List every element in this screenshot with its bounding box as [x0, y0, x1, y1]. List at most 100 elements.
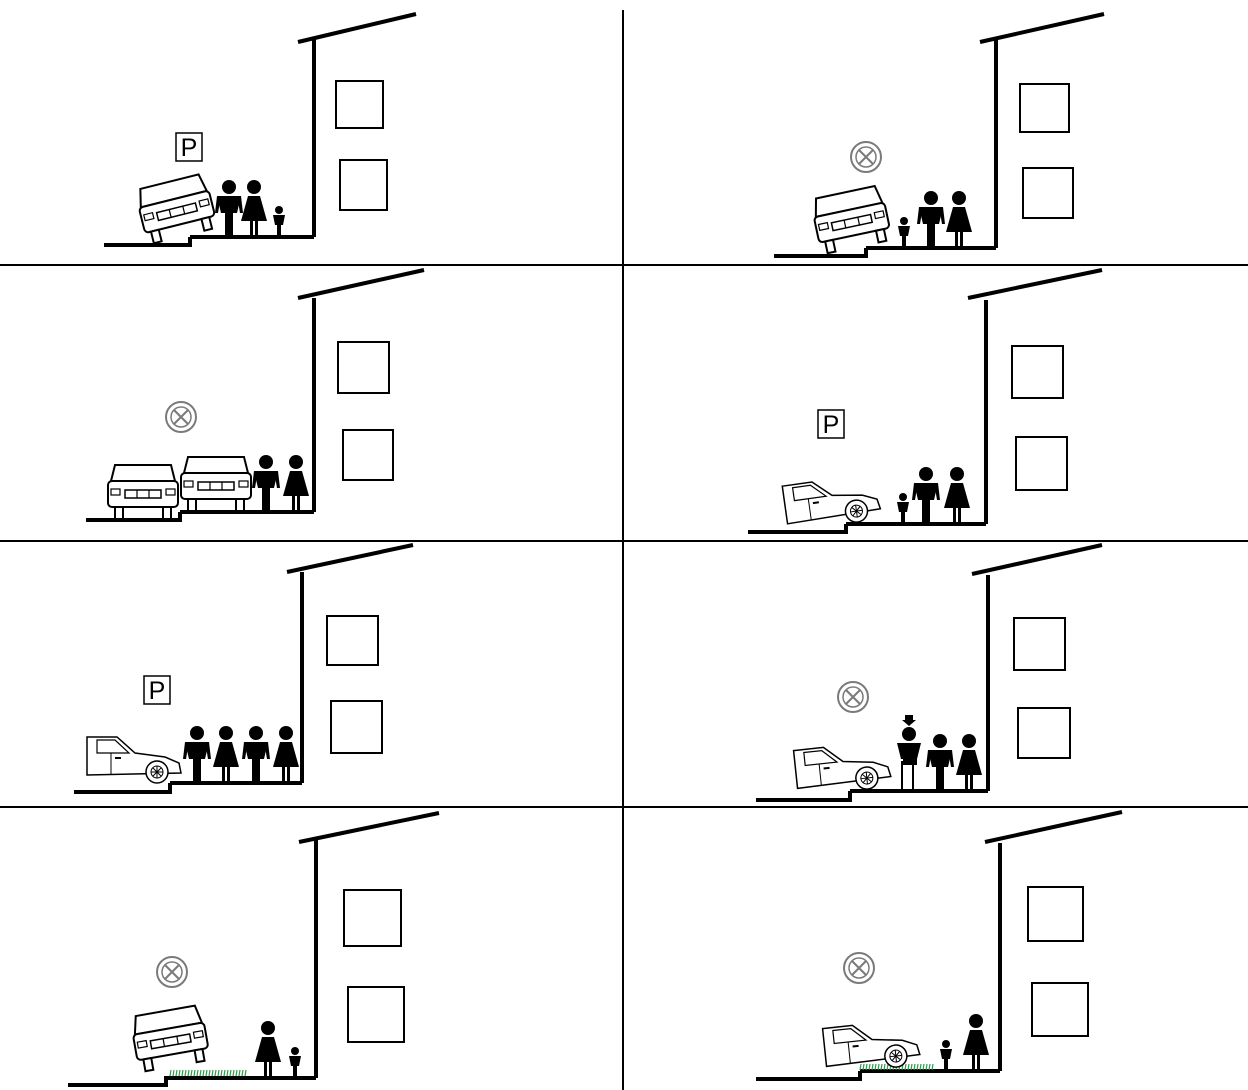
building-window	[1032, 983, 1088, 1036]
suv-on-sidewalk-icon	[130, 1005, 211, 1073]
grass-blade	[179, 1070, 180, 1076]
building-window	[1018, 708, 1070, 758]
woman-figure-icon	[255, 1021, 281, 1078]
man-figure-icon	[926, 734, 954, 791]
man-figure-icon	[912, 467, 940, 524]
child-figure-icon	[273, 206, 285, 237]
grass-blade	[191, 1070, 192, 1076]
street-curb-line	[756, 791, 850, 800]
street-curb-line	[774, 248, 866, 256]
building-window	[1014, 618, 1065, 670]
woman-figure-icon	[956, 734, 982, 791]
grass-blade	[218, 1070, 219, 1076]
grass-blade	[242, 1070, 243, 1076]
grass-blade	[206, 1070, 207, 1076]
scenario-panel: P	[748, 270, 1102, 532]
woman-figure-icon	[213, 726, 239, 783]
grass-blade	[236, 1070, 237, 1076]
parking-sign-label: P	[149, 677, 166, 705]
man-figure-icon	[215, 180, 243, 237]
building-window	[343, 430, 393, 480]
building-window	[1012, 346, 1063, 398]
street-curb-line	[74, 783, 170, 792]
wheelchair-user-icon	[897, 715, 921, 791]
grass-blade	[176, 1070, 177, 1076]
grass-blade	[215, 1070, 216, 1076]
grid-dividers	[0, 10, 1248, 1090]
no-stopping-sign-icon	[838, 682, 868, 712]
parking-sign-label: P	[181, 134, 198, 162]
grass-blade	[221, 1070, 222, 1076]
child-figure-icon	[898, 217, 910, 248]
street-curb-line	[104, 237, 190, 245]
building-roof	[980, 14, 1104, 42]
building-roof	[298, 270, 424, 298]
grass-blade	[197, 1070, 198, 1076]
building-roof	[985, 812, 1122, 842]
scenario-panel	[774, 14, 1104, 256]
grass-blade	[239, 1070, 240, 1076]
scenario-panel: P	[74, 545, 413, 792]
no-stopping-sign-icon	[166, 402, 196, 432]
grass-blade	[182, 1070, 183, 1076]
building-roof	[298, 14, 416, 42]
man-figure-icon	[242, 726, 270, 783]
sedan-on-sidewalk-icon	[87, 737, 181, 783]
woman-figure-icon	[241, 180, 267, 237]
scenario-panel	[756, 545, 1102, 800]
building-window	[338, 342, 389, 393]
no-stopping-sign-icon	[851, 142, 881, 172]
building-window	[1016, 437, 1067, 490]
sedan-on-sidewalk-icon	[794, 741, 892, 797]
building-window	[344, 890, 401, 946]
building-window	[327, 616, 378, 665]
street-curb-line	[68, 1078, 248, 1085]
grass-blade	[245, 1070, 246, 1076]
no-stopping-sign-icon	[844, 953, 874, 983]
grass-blade	[227, 1070, 228, 1076]
grass-blade	[230, 1070, 231, 1076]
grass-blade	[200, 1070, 201, 1076]
scenario-panel: P	[104, 14, 416, 245]
building-window	[348, 987, 404, 1042]
grass-blade	[224, 1070, 225, 1076]
grass-blade	[209, 1070, 210, 1076]
child-figure-icon	[940, 1040, 952, 1071]
car-on-sidewalk-icon	[181, 457, 251, 511]
car-on-street-icon	[108, 465, 178, 519]
building-roof	[968, 270, 1102, 298]
woman-figure-icon	[944, 467, 970, 524]
no-stopping-sign-icon	[157, 957, 187, 987]
grass-blade	[233, 1070, 234, 1076]
scenario-panel	[756, 812, 1122, 1079]
building-window	[331, 701, 382, 753]
woman-figure-icon	[963, 1014, 989, 1071]
grass-blade	[185, 1070, 186, 1076]
building-window	[1020, 84, 1069, 132]
parking-sign-label: P	[823, 411, 840, 439]
scenario-panel	[68, 813, 439, 1085]
building-roof	[299, 813, 439, 842]
grass-blade	[203, 1070, 204, 1076]
building-window	[1028, 887, 1083, 941]
building-roof	[287, 545, 413, 572]
grass-blade	[188, 1070, 189, 1076]
street-curb-line	[748, 524, 846, 532]
scenario-panel	[86, 270, 424, 520]
man-figure-icon	[183, 726, 211, 783]
grass-blade	[194, 1070, 195, 1076]
building-roof	[972, 545, 1102, 574]
suv-on-sidewalk-icon	[135, 173, 218, 245]
building-window	[1023, 168, 1073, 218]
grass-blade	[212, 1070, 213, 1076]
man-figure-icon	[252, 455, 280, 512]
building-window	[340, 160, 387, 210]
building-window	[336, 81, 383, 128]
woman-figure-icon	[946, 191, 972, 248]
woman-figure-icon	[273, 726, 299, 783]
man-figure-icon	[917, 191, 945, 248]
suv-on-sidewalk-icon	[810, 185, 892, 255]
street-curb-line	[756, 1071, 860, 1079]
